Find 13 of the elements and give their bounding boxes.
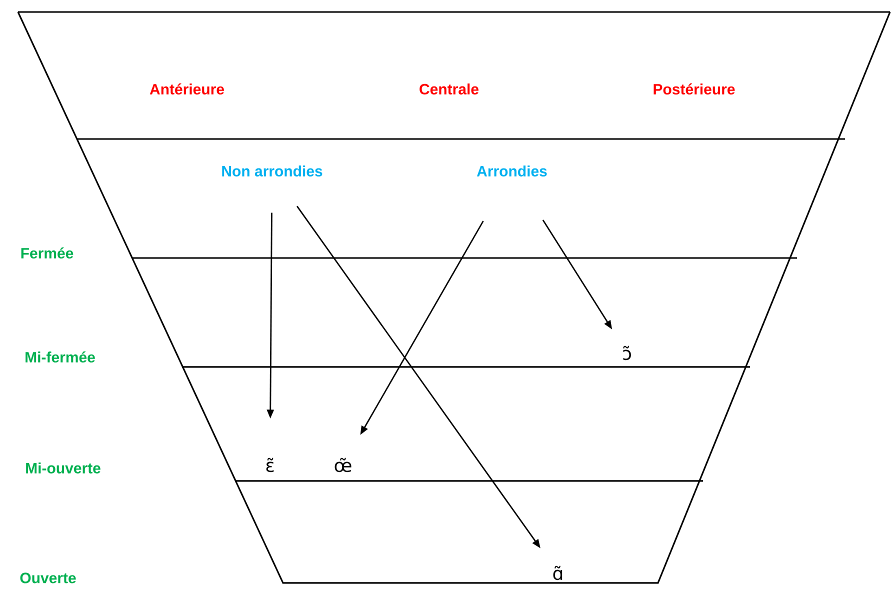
column-subheading: Non arrondies: [222, 165, 322, 176]
column-heading: Postérieure: [654, 83, 735, 95]
column-heading: Centrale: [420, 83, 478, 94]
vowel-symbol: ɑ̃: [553, 566, 562, 580]
vowel-symbol: ɔ̃: [623, 346, 631, 360]
row-label: Mi-ouverte: [26, 462, 100, 474]
row-label: Ouverte: [20, 572, 76, 584]
vowel-symbol: ɛ̃: [266, 458, 274, 472]
column-heading: Antérieure: [150, 83, 224, 95]
row-label: Fermée: [21, 247, 74, 259]
column-subheading: Arrondies: [476, 165, 547, 176]
vowel-symbol: œ̃: [334, 458, 352, 472]
row-label: Mi-fermée: [26, 351, 95, 363]
